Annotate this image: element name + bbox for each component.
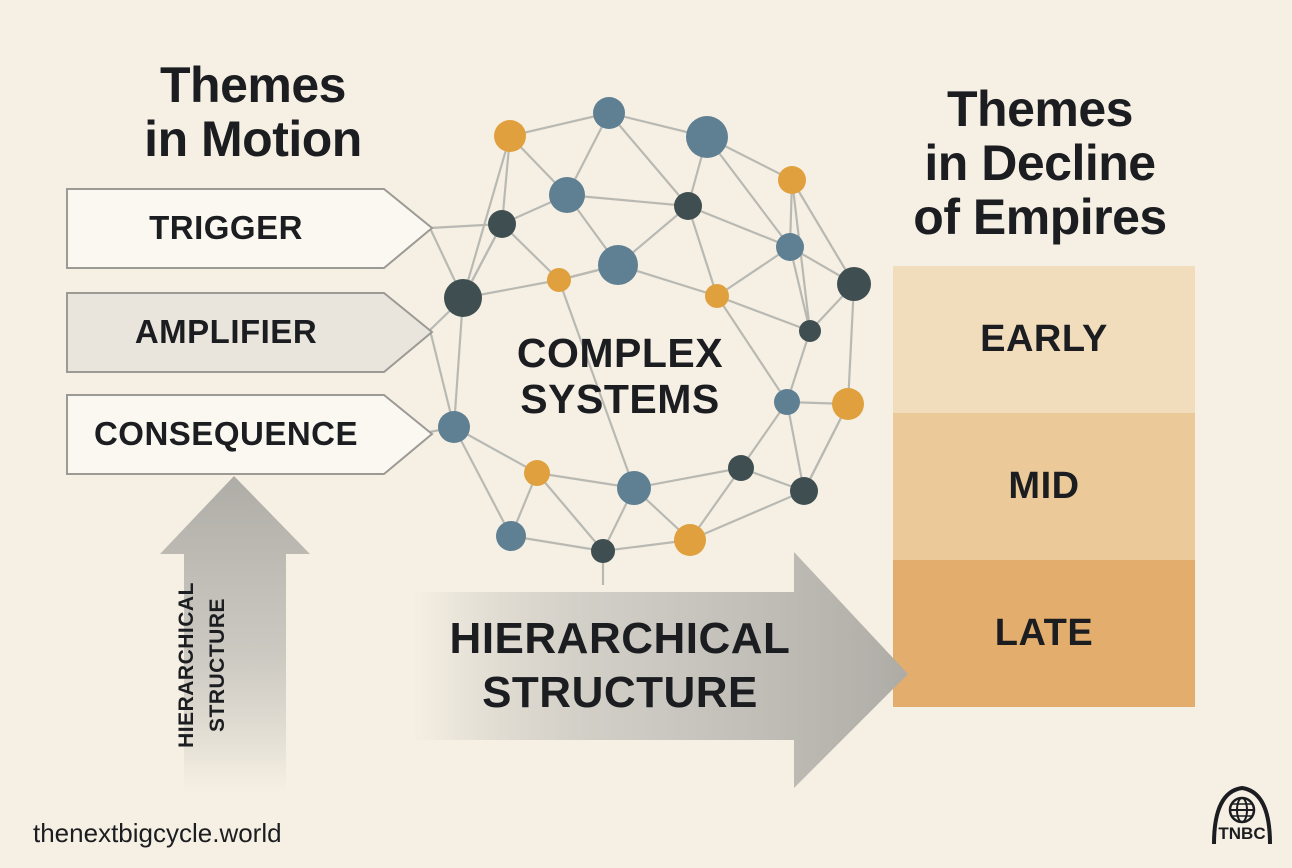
theme-box-shape xyxy=(66,292,434,373)
theme-label-amplifier: AMPLIFIER xyxy=(134,313,318,350)
horizontal-arrow-line1: HIERARCHICAL xyxy=(449,614,791,663)
network-edge xyxy=(557,279,636,489)
network-edge xyxy=(706,136,791,248)
network-node xyxy=(728,455,754,481)
theme-box-shape xyxy=(66,188,434,269)
network-edge xyxy=(509,111,610,138)
vertical-arrow-label: HIERARCHICAL STRUCTURE xyxy=(171,515,241,815)
network-node xyxy=(778,166,806,194)
right-heading-line2: in Decline xyxy=(924,135,1156,191)
network-node xyxy=(837,267,871,301)
network-node xyxy=(524,460,550,486)
left-heading-line1: Themes xyxy=(160,57,346,113)
network-edge xyxy=(846,283,856,405)
horizontal-arrow-label: HIERARCHICAL STRUCTURE xyxy=(420,612,820,720)
network-node xyxy=(549,177,585,213)
network-node xyxy=(674,192,702,220)
network-edge xyxy=(716,246,791,297)
theme-label-trigger: TRIGGER xyxy=(149,209,303,246)
horizontal-arrow xyxy=(410,552,908,788)
network-edge xyxy=(452,297,465,428)
network-edge xyxy=(803,403,849,492)
network-node xyxy=(705,284,729,308)
network-node xyxy=(674,524,706,556)
network-node xyxy=(790,477,818,505)
network-edge xyxy=(633,466,742,490)
network-edge xyxy=(689,489,805,542)
vertical-arrow-line1: HIERARCHICAL xyxy=(175,582,198,748)
left-heading-line2: in Motion xyxy=(144,111,362,167)
stage-early: EARLY xyxy=(893,266,1195,413)
network-node xyxy=(444,279,482,317)
empire-stages: EARLY MID LATE xyxy=(893,266,1195,708)
stage-mid: MID xyxy=(893,413,1195,560)
vertical-arrow-line2: STRUCTURE xyxy=(206,598,229,732)
network-edge xyxy=(510,534,604,553)
connector-line xyxy=(428,329,456,428)
right-heading-line1: Themes xyxy=(947,81,1133,137)
network-edge xyxy=(785,401,806,492)
network-edge xyxy=(791,179,855,285)
theme-box-trigger: TRIGGER xyxy=(66,188,436,269)
theme-box-amplifier: AMPLIFIER xyxy=(66,292,436,373)
network-node xyxy=(496,521,526,551)
right-heading: Themes in Decline of Empires xyxy=(880,82,1200,244)
network-edge xyxy=(716,295,788,403)
theme-box-shape xyxy=(66,394,434,475)
right-heading-line3: of Empires xyxy=(913,189,1167,245)
site-url[interactable]: thenextbigcycle.world xyxy=(33,818,282,848)
network-edge xyxy=(716,294,811,333)
left-heading: Themes in Motion xyxy=(88,58,418,166)
network-node xyxy=(591,539,615,563)
vertical-arrow-shape xyxy=(160,476,310,792)
network-node xyxy=(686,116,728,158)
network-edge xyxy=(461,135,512,299)
network-node xyxy=(832,388,864,420)
network-edge xyxy=(536,472,604,552)
horizontal-arrow-line2: STRUCTURE xyxy=(482,668,758,717)
network-edge xyxy=(453,426,512,537)
network-node xyxy=(438,411,470,443)
network-node xyxy=(494,120,526,152)
network-node xyxy=(598,245,638,285)
network-node xyxy=(774,389,800,415)
network-node xyxy=(547,268,571,292)
theme-label-consequence: CONSEQUENCE xyxy=(93,415,359,452)
complex-systems-network xyxy=(428,97,871,585)
center-line1: COMPLEX xyxy=(516,330,724,376)
tnbc-logo-icon xyxy=(1212,785,1272,845)
network-node xyxy=(776,233,804,261)
network-node xyxy=(488,210,516,238)
network-edge xyxy=(788,246,812,332)
stage-late: LATE xyxy=(893,560,1195,707)
network-edge xyxy=(686,205,719,297)
center-line2: SYSTEMS xyxy=(520,376,720,422)
horizontal-arrow-shape xyxy=(410,552,908,788)
complex-systems-label: COMPLEX SYSTEMS xyxy=(470,330,770,422)
network-edge xyxy=(608,112,689,207)
network-edge xyxy=(740,401,788,469)
network-edge xyxy=(687,204,791,249)
network-edge xyxy=(566,193,689,208)
network-node xyxy=(799,320,821,342)
theme-box-consequence: CONSEQUENCE xyxy=(66,394,436,475)
vertical-arrow xyxy=(160,476,310,792)
network-node xyxy=(617,471,651,505)
logo-text: TNBC xyxy=(1218,824,1266,843)
network-node xyxy=(593,97,625,129)
